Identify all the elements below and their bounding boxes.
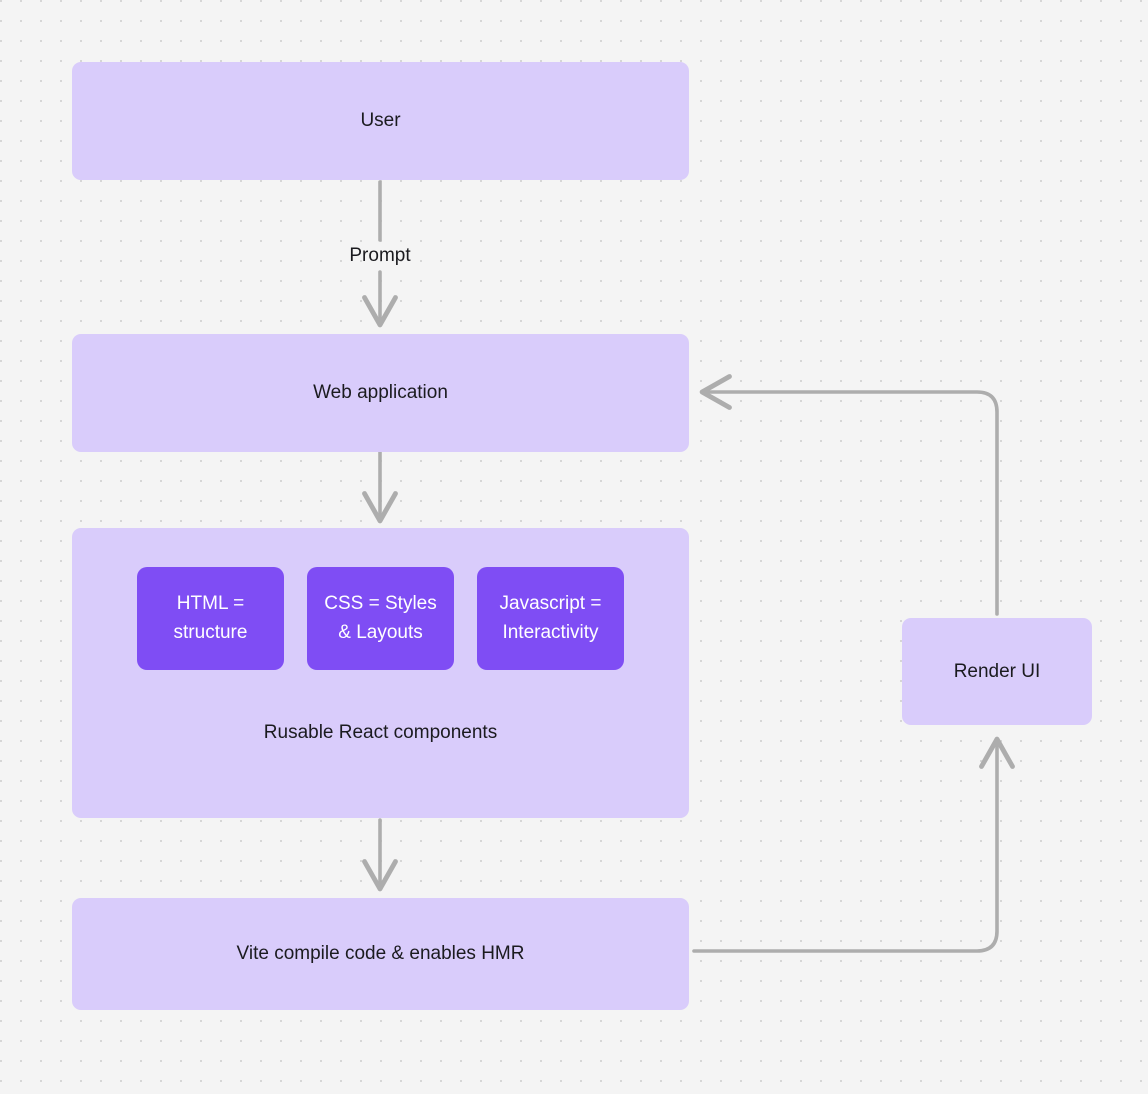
node-render-ui-label: Render UI xyxy=(953,660,1041,682)
node-vite[interactable]: Vite compile code & enables HMR xyxy=(72,898,689,1010)
edge-label-prompt-text: Prompt xyxy=(349,245,411,266)
chip-css[interactable]: CSS = Styles & Layouts xyxy=(307,567,454,670)
node-web-application[interactable]: Web application xyxy=(72,334,689,452)
node-web-application-label: Web application xyxy=(313,382,448,404)
chip-javascript-label: Javascript = Interactivity xyxy=(499,593,602,643)
chip-html-label: HTML = structure xyxy=(173,593,248,643)
edge-render-to-web xyxy=(699,374,999,616)
node-components-group[interactable]: HTML = structure CSS = Styles & Layouts … xyxy=(72,528,689,818)
chip-javascript[interactable]: Javascript = Interactivity xyxy=(477,567,624,670)
chip-html[interactable]: HTML = structure xyxy=(137,567,284,670)
node-user[interactable]: User xyxy=(72,62,689,180)
node-vite-label: Vite compile code & enables HMR xyxy=(236,943,525,965)
edge-vite-to-render xyxy=(692,736,1015,953)
components-group-caption-text: Rusable React components xyxy=(263,722,498,743)
chip-css-label: CSS = Styles & Layouts xyxy=(324,593,437,643)
node-render-ui[interactable]: Render UI xyxy=(902,618,1092,725)
edge-label-prompt: Prompt xyxy=(300,245,460,267)
node-user-label: User xyxy=(360,110,401,132)
components-group-caption: Rusable React components xyxy=(72,720,689,746)
